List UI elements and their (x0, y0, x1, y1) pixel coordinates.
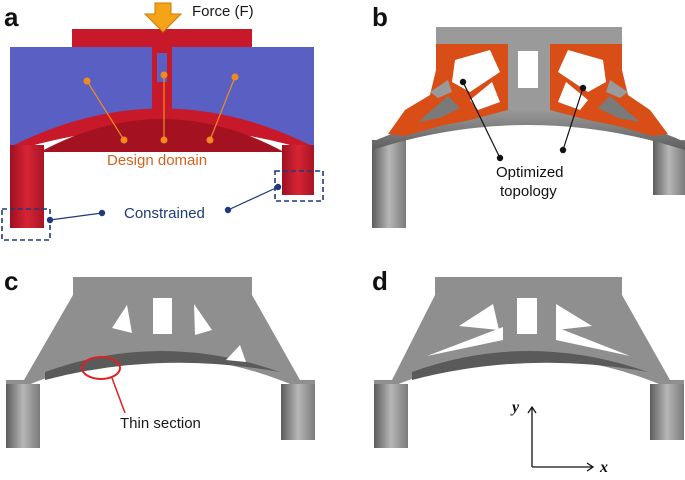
center-window (153, 298, 172, 334)
hole-left (112, 305, 132, 333)
hole-left-upper (459, 304, 499, 330)
design-dots (83, 71, 239, 144)
center-window (157, 53, 167, 82)
panel-letter-b: b (372, 2, 388, 32)
right-column (282, 145, 314, 195)
arch-cutout (374, 357, 684, 480)
force-label: Force (F) (192, 3, 254, 20)
panel-letter-d: d (372, 266, 388, 296)
right-column (653, 140, 685, 195)
left-column (372, 140, 406, 228)
design-domain-left (10, 47, 152, 147)
top-plate (436, 27, 622, 45)
panel-c: c Thin section (4, 266, 315, 480)
top-plate (72, 29, 252, 49)
thin-section-label: Thin section (120, 415, 201, 432)
hole-right-upper (556, 304, 592, 330)
force-arrow-icon (143, 2, 183, 33)
arch-shadow (40, 119, 284, 152)
design-domain-right (172, 47, 314, 147)
design-domain-label: Design domain (107, 152, 207, 169)
arch-cutout (6, 357, 315, 480)
axis-x-label: x (599, 459, 608, 476)
thin-section-marker (81, 356, 121, 380)
axes-icon (527, 405, 595, 472)
constrained-label: Constrained (124, 205, 205, 222)
left-column (374, 384, 408, 448)
right-column (281, 384, 315, 440)
constraint-leaders (49, 186, 279, 221)
hole-right-lower (226, 345, 246, 362)
center-window (518, 51, 538, 88)
hole-right-lower (556, 327, 630, 356)
arch-underside (45, 351, 280, 380)
panel-b: b (372, 2, 685, 228)
design-leaders (86, 75, 236, 141)
constraint-dots (46, 183, 282, 224)
panel-letter-c: c (4, 266, 18, 296)
optimized-label-line1: Optimized (496, 164, 564, 181)
optimized-label-line2: topology (500, 183, 557, 200)
axis-y-label: y (510, 399, 520, 416)
optimized-dots (459, 78, 587, 162)
right-column (650, 384, 684, 440)
left-column (6, 384, 40, 448)
topology-right (550, 44, 668, 136)
constraint-box-left (1, 208, 51, 241)
left-column (10, 145, 44, 228)
hole-right (194, 304, 212, 335)
panel-a: a Force (F) Design do (1, 2, 324, 241)
center-window (517, 298, 537, 334)
optimized-leaders (462, 81, 584, 159)
panel-letter-a: a (4, 2, 19, 32)
arch-underside (412, 351, 648, 380)
thin-section-leader (111, 377, 126, 414)
panel-d: d y x (372, 266, 684, 480)
hole-left-lower (427, 327, 503, 356)
arch (10, 108, 314, 152)
